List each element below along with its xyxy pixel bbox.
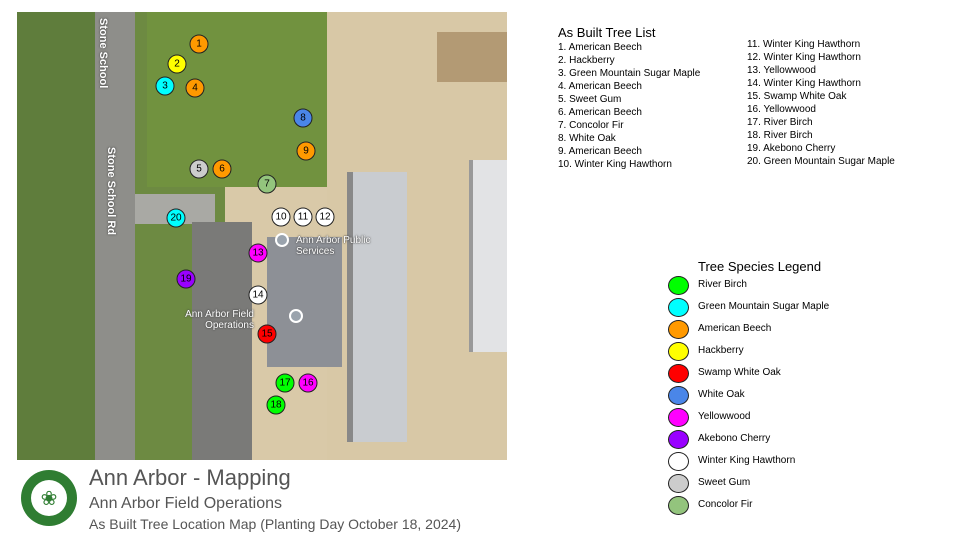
legend-swatch-icon xyxy=(668,297,689,317)
building-east xyxy=(469,160,507,352)
tree-list-item: 20. Green Mountain Sugar Maple xyxy=(747,156,895,167)
legend-title: Tree Species Legend xyxy=(698,259,822,274)
tree-list-item: 6. American Beech xyxy=(558,107,642,118)
tree-list-item: 16. Yellowwood xyxy=(747,104,816,115)
parking-lot xyxy=(192,222,252,460)
tree-marker[interactable]: 14 xyxy=(248,285,268,305)
tree-marker[interactable]: 18 xyxy=(266,395,286,415)
legend-swatch-icon xyxy=(668,275,689,295)
page-title: Ann Arbor - Mapping xyxy=(89,465,291,490)
building-pin-icon[interactable] xyxy=(275,233,289,247)
legend-item: Winter King Hawthorn xyxy=(668,450,795,472)
tree-marker[interactable]: 19 xyxy=(176,269,196,289)
storage-area xyxy=(437,32,507,82)
tree-list-item: 15. Swamp White Oak xyxy=(747,91,847,102)
legend-label: Akebono Cherry xyxy=(698,433,771,444)
legend-label: Swamp White Oak xyxy=(698,367,781,378)
legend-label: River Birch xyxy=(698,279,747,290)
tree-marker[interactable]: 2 xyxy=(167,54,187,74)
tree-list-column-1: 1. American Beech 2. Hackberry 3. Green Mo… xyxy=(558,41,700,171)
tree-list-item: 14. Winter King Hawthorn xyxy=(747,78,861,89)
tree-marker[interactable]: 10 xyxy=(271,207,291,227)
lawn-north xyxy=(147,12,327,187)
legend-swatch-icon xyxy=(668,407,689,427)
tree-marker[interactable]: 4 xyxy=(185,78,205,98)
grass-area xyxy=(17,12,95,460)
legend-swatch-icon xyxy=(668,341,689,361)
tree-list-item: 9. American Beech xyxy=(558,146,642,157)
tree-list-item: 12. Winter King Hawthorn xyxy=(747,52,861,63)
place-label: Ann Arbor Field Operations xyxy=(185,309,254,331)
tree-list-item: 5. Sweet Gum xyxy=(558,94,622,105)
tree-list-item: 11. Winter King Hawthorn xyxy=(747,39,861,50)
legend-label: Green Mountain Sugar Maple xyxy=(698,301,830,312)
tree-list-item: 3. Green Mountain Sugar Maple xyxy=(558,68,701,79)
legend-item: River Birch xyxy=(668,274,747,296)
legend-item: Akebono Cherry xyxy=(668,428,770,450)
legend-swatch-icon xyxy=(668,495,689,515)
tree-marker[interactable]: 11 xyxy=(293,207,313,227)
legend-label: Hackberry xyxy=(698,345,744,356)
tree-marker[interactable]: 7 xyxy=(257,174,277,194)
legend-swatch-icon xyxy=(668,363,689,383)
legend-item: Swamp White Oak xyxy=(668,362,781,384)
tree-marker[interactable]: 6 xyxy=(212,159,232,179)
road-label: Stone School Rd xyxy=(105,147,117,235)
aerial-map[interactable]: Stone School Stone School Rd Ann Arbor P… xyxy=(17,12,507,460)
tree-list-item: 13. Yellowwood xyxy=(747,65,816,76)
tree-marker[interactable]: 12 xyxy=(315,207,335,227)
tree-marker[interactable]: 1 xyxy=(189,34,209,54)
legend-item: Sweet Gum xyxy=(668,472,750,494)
legend-swatch-icon xyxy=(668,319,689,339)
tree-list-item: 1. American Beech xyxy=(558,42,642,53)
legend-label: White Oak xyxy=(698,389,745,400)
page-subtitle: Ann Arbor Field Operations xyxy=(89,495,282,512)
tree-list-item: 19. Akebono Cherry xyxy=(747,143,836,154)
place-label: Ann Arbor Public Services xyxy=(296,235,371,257)
tree-list-item: 4. American Beech xyxy=(558,81,642,92)
legend-label: American Beech xyxy=(698,323,772,334)
legend-item: Green Mountain Sugar Maple xyxy=(668,296,829,318)
tree-list-item: 2. Hackberry xyxy=(558,55,615,66)
tree-marker[interactable]: 15 xyxy=(257,324,277,344)
building-pin-icon[interactable] xyxy=(289,309,303,323)
tree-list-item: 7. Concolor Fir xyxy=(558,120,624,131)
legend-swatch-icon xyxy=(668,473,689,493)
tree-marker[interactable]: 13 xyxy=(248,243,268,263)
legend-item: Concolor Fir xyxy=(668,494,752,516)
tree-marker[interactable]: 5 xyxy=(189,159,209,179)
legend-swatch-icon xyxy=(668,385,689,405)
road-label: Stone School xyxy=(97,18,109,89)
tree-list-item: 10. Winter King Hawthorn xyxy=(558,159,672,170)
tree-marker[interactable]: 17 xyxy=(275,373,295,393)
tree-list-item: 18. River Birch xyxy=(747,130,813,141)
legend-label: Yellowwood xyxy=(698,411,751,422)
legend-swatch-icon xyxy=(668,429,689,449)
tree-marker[interactable]: 8 xyxy=(293,108,313,128)
tree-marker[interactable]: 9 xyxy=(296,141,316,161)
legend-item: American Beech xyxy=(668,318,771,340)
tree-list-item: 8. White Oak xyxy=(558,133,616,144)
tree-list-column-2: 11. Winter King Hawthorn 12. Winter King … xyxy=(747,38,895,168)
legend-label: Winter King Hawthorn xyxy=(698,455,796,466)
tree-marker[interactable]: 16 xyxy=(298,373,318,393)
building-annex xyxy=(267,237,342,367)
legend-item: Hackberry xyxy=(668,340,744,362)
map-caption: As Built Tree Location Map (Planting Day… xyxy=(89,516,461,532)
oak-leaf-icon: ❀ xyxy=(31,480,67,516)
tree-marker[interactable]: 20 xyxy=(166,208,186,228)
tree-city-logo: ❀ xyxy=(21,470,77,526)
legend-label: Concolor Fir xyxy=(698,499,753,510)
road xyxy=(95,12,135,460)
legend-label: Sweet Gum xyxy=(698,477,751,488)
legend-swatch-icon xyxy=(668,451,689,471)
legend-item: Yellowwood xyxy=(668,406,750,428)
building-main xyxy=(347,172,407,442)
tree-list-title: As Built Tree List xyxy=(558,25,656,40)
legend-item: White Oak xyxy=(668,384,745,406)
tree-list-item: 17. River Birch xyxy=(747,117,813,128)
tree-marker[interactable]: 3 xyxy=(155,76,175,96)
